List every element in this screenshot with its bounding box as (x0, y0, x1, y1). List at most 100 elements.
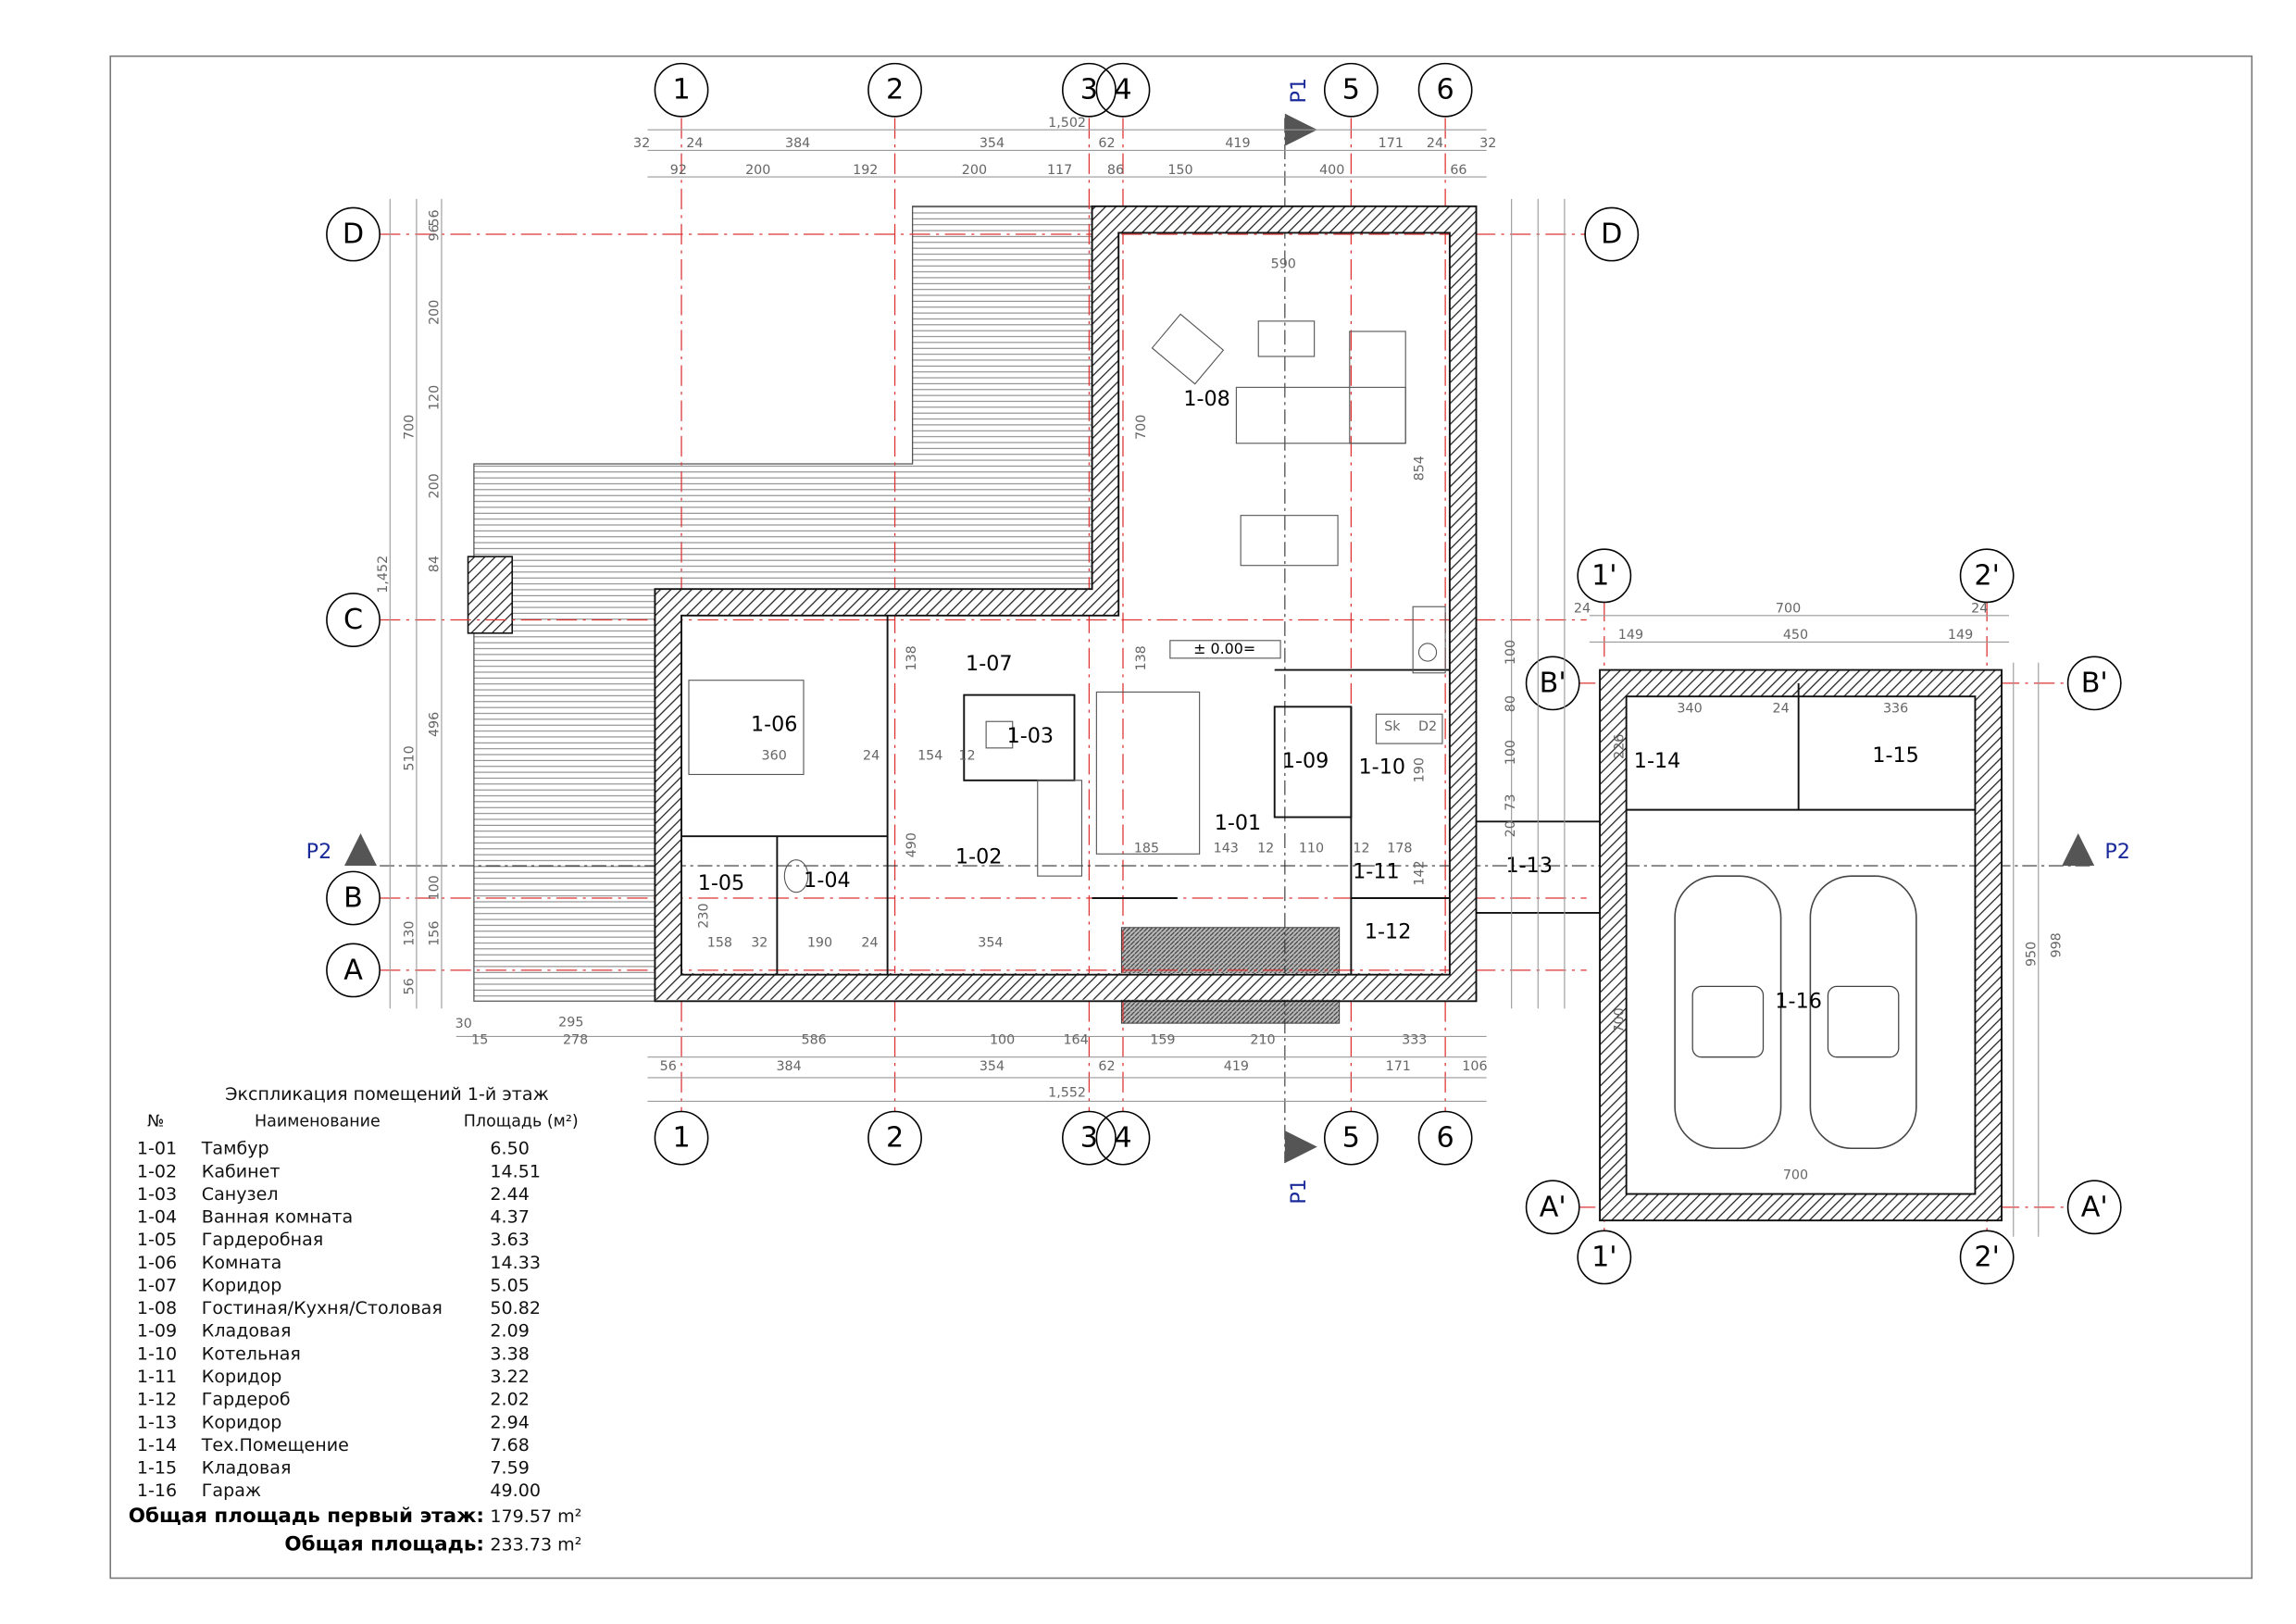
svg-text:2: 2 (886, 1122, 904, 1155)
svg-text:159: 159 (1150, 1032, 1175, 1047)
svg-text:5: 5 (1342, 1122, 1360, 1155)
svg-text:354: 354 (978, 935, 1003, 950)
axis-A-left: A (326, 943, 381, 998)
axis-Ap-left: A' (1525, 1180, 1580, 1235)
section-p1-bottom: P1 (1287, 1179, 1311, 1205)
svg-text:62: 62 (1098, 1059, 1115, 1074)
svg-text:700: 700 (1134, 415, 1149, 440)
total-value: 233.73 m² (490, 1534, 581, 1555)
sheet-frame (109, 55, 2253, 1580)
axis-3-bottom: 3 (1062, 1110, 1117, 1166)
garage-dimensions: 700 24 24 149 450 149 340 24 336 700 950… (1574, 602, 2065, 1183)
svg-text:100: 100 (428, 875, 443, 900)
svg-text:30: 30 (455, 1017, 472, 1031)
svg-text:700: 700 (403, 415, 418, 440)
svg-text:149: 149 (1618, 628, 1643, 643)
svg-text:100: 100 (1504, 640, 1518, 665)
col-area: Площадь (м²) (464, 1112, 579, 1131)
svg-text:192: 192 (853, 163, 878, 178)
svg-text:6: 6 (1437, 1122, 1454, 1155)
svg-text:56: 56 (660, 1059, 677, 1074)
schedule-num: 1-11 (137, 1367, 177, 1387)
walls (654, 205, 2003, 1222)
svg-text:D: D (343, 219, 364, 251)
schedule-area: 2.44 (490, 1184, 529, 1205)
svg-text:354: 354 (980, 1059, 1004, 1074)
schedule-area: 7.59 (490, 1458, 529, 1479)
svg-text:73: 73 (1504, 794, 1518, 811)
svg-text:106: 106 (1462, 1059, 1487, 1074)
svg-text:24: 24 (863, 749, 880, 764)
schedule-area: 50.82 (490, 1298, 541, 1318)
section-p1-top: P1 (1287, 78, 1311, 104)
room-schedule: Экспликация помещений 1-й этаж № Наимено… (129, 1084, 582, 1555)
svg-text:700: 700 (1776, 602, 1801, 617)
schedule-num: 1-12 (137, 1390, 177, 1410)
svg-text:12: 12 (1353, 842, 1369, 856)
axis-5-top: 5 (1323, 62, 1379, 118)
svg-text:700: 700 (1783, 1168, 1808, 1183)
svg-text:24: 24 (1574, 602, 1591, 617)
axis-bubbles: 1 2 3 4 5 6 1 2 3 4 5 6 D C B A D 1' 2' … (326, 62, 2122, 1285)
svg-text:100: 100 (990, 1032, 1015, 1047)
svg-text:92: 92 (670, 163, 687, 178)
axis-B-left: B (326, 870, 381, 926)
svg-text:1,502: 1,502 (1048, 116, 1086, 131)
schedule-num: 1-01 (137, 1139, 177, 1159)
svg-text:336: 336 (1883, 702, 1908, 717)
room-1-15: 1-15 (1872, 743, 1919, 768)
svg-text:586: 586 (801, 1032, 826, 1047)
col-num: № (147, 1112, 164, 1131)
section-marks: P1 P1 P2 P2 (306, 78, 2130, 1205)
axis-6-top: 6 (1417, 62, 1473, 118)
svg-text:200: 200 (962, 163, 987, 178)
svg-text:1: 1 (672, 1122, 690, 1155)
svg-text:B': B' (2081, 667, 2108, 699)
schedule-name: Коридор (202, 1275, 282, 1295)
svg-text:590: 590 (1271, 257, 1296, 272)
room-1-12: 1-12 (1365, 920, 1411, 944)
schedule-area: 4.37 (490, 1207, 529, 1228)
svg-text:450: 450 (1783, 628, 1808, 643)
schedule-area: 3.38 (490, 1343, 529, 1364)
room-1-11: 1-11 (1353, 859, 1400, 883)
svg-text:1': 1' (1591, 559, 1617, 592)
svg-text:32: 32 (1479, 136, 1496, 151)
svg-text:A': A' (1540, 1191, 1566, 1223)
schedule-num: 1-15 (137, 1458, 177, 1479)
svg-text:185: 185 (1134, 842, 1159, 856)
svg-text:150: 150 (1167, 163, 1192, 178)
schedule-name: Гостиная/Кухня/Столовая (202, 1298, 443, 1318)
svg-text:400: 400 (1319, 163, 1344, 178)
schedule-area: 3.22 (490, 1367, 529, 1387)
schedule-num: 1-04 (137, 1207, 177, 1228)
svg-text:12: 12 (1257, 842, 1274, 856)
axis-1p-top: 1' (1577, 548, 1632, 604)
total-floor-value: 179.57 m² (490, 1506, 581, 1527)
room-1-08: 1-08 (1183, 387, 1230, 411)
svg-text:24: 24 (1971, 602, 1988, 617)
section-p2-left: P2 (306, 840, 332, 864)
bed (688, 680, 805, 776)
svg-text:419: 419 (1224, 1059, 1249, 1074)
schedule-num: 1-02 (137, 1161, 177, 1181)
schedule-name: Комната (202, 1253, 282, 1273)
schedule-name: Тех.Помещение (201, 1435, 349, 1455)
svg-text:700: 700 (1612, 1007, 1627, 1032)
schedule-num: 1-13 (137, 1412, 177, 1432)
furniture (688, 313, 1446, 893)
level-mark: ± 0.00= (1193, 640, 1255, 657)
schedule-num: 1-09 (137, 1321, 177, 1342)
svg-text:190: 190 (1412, 757, 1427, 782)
schedule-area: 6.50 (490, 1139, 529, 1159)
axis-Ap-right: A' (2066, 1180, 2122, 1235)
svg-text:80: 80 (1504, 695, 1518, 712)
svg-text:200: 200 (428, 473, 443, 498)
